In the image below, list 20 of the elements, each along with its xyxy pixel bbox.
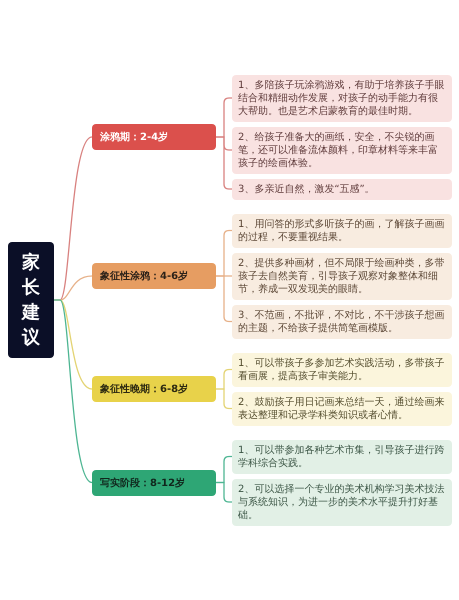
stage-branch: 象征性晚期：6-8岁 [92,376,216,402]
advice-note: 1、可以带参加各种艺术市集，引导孩子进行跨学科综合实践。 [232,440,452,474]
connector-line [216,482,232,503]
connector-line [216,388,232,410]
advice-note: 1、可以带孩子多参加艺术实践活动，多带孩子看画展，提高孩子审美能力。 [232,352,452,386]
connector-line [54,299,92,484]
connector-line [216,136,232,190]
advice-note: 2、提供多种画材，但不局限于绘画种类，多带孩子去自然美育，引导孩子观察对象整体和细节，养成一双发现美的眼睛。 [232,252,452,300]
stage-branch: 象征性涂鸦：4-6岁 [92,263,216,289]
stage-branch: 涂鸦期：2-4岁 [92,124,216,150]
advice-note: 2、鼓励孩子用日记画来总结一天，通过绘画来表达整理和记录学科类知识或者心情。 [232,392,452,426]
advice-note: 2、可以选择一个专业的美术机构学习美术技法与系统知识，为进一步的美术水平提升打好基础。 [232,478,452,526]
advice-note: 1、多陪孩子玩涂鸦游戏，有助于培养孩子手眼结合和精细动作发展，对孩子的动手能力有很大帮助。也是艺术启蒙教育的最佳时期。 [232,74,452,122]
advice-note: 3、不范画，不批评，不对比，不干涉孩子想画的主题，不给孩子提供简笔画模版。 [232,304,452,338]
advice-note: 1、用问答的形式多听孩子的画，了解孩子画画的过程，不要重视结果。 [232,214,452,248]
central-topic: 家长建议 [8,242,54,358]
advice-note: 3、多亲近自然，激发“五感”。 [232,178,452,200]
advice-note: 2、给孩子准备大的画纸，安全，不尖锐的画笔，还可以准备流体颜料，印章材料等来丰富孩子的绘画体验。 [232,126,452,174]
stage-branch: 写实阶段：8-12岁 [92,470,216,496]
connector-line [216,275,232,322]
